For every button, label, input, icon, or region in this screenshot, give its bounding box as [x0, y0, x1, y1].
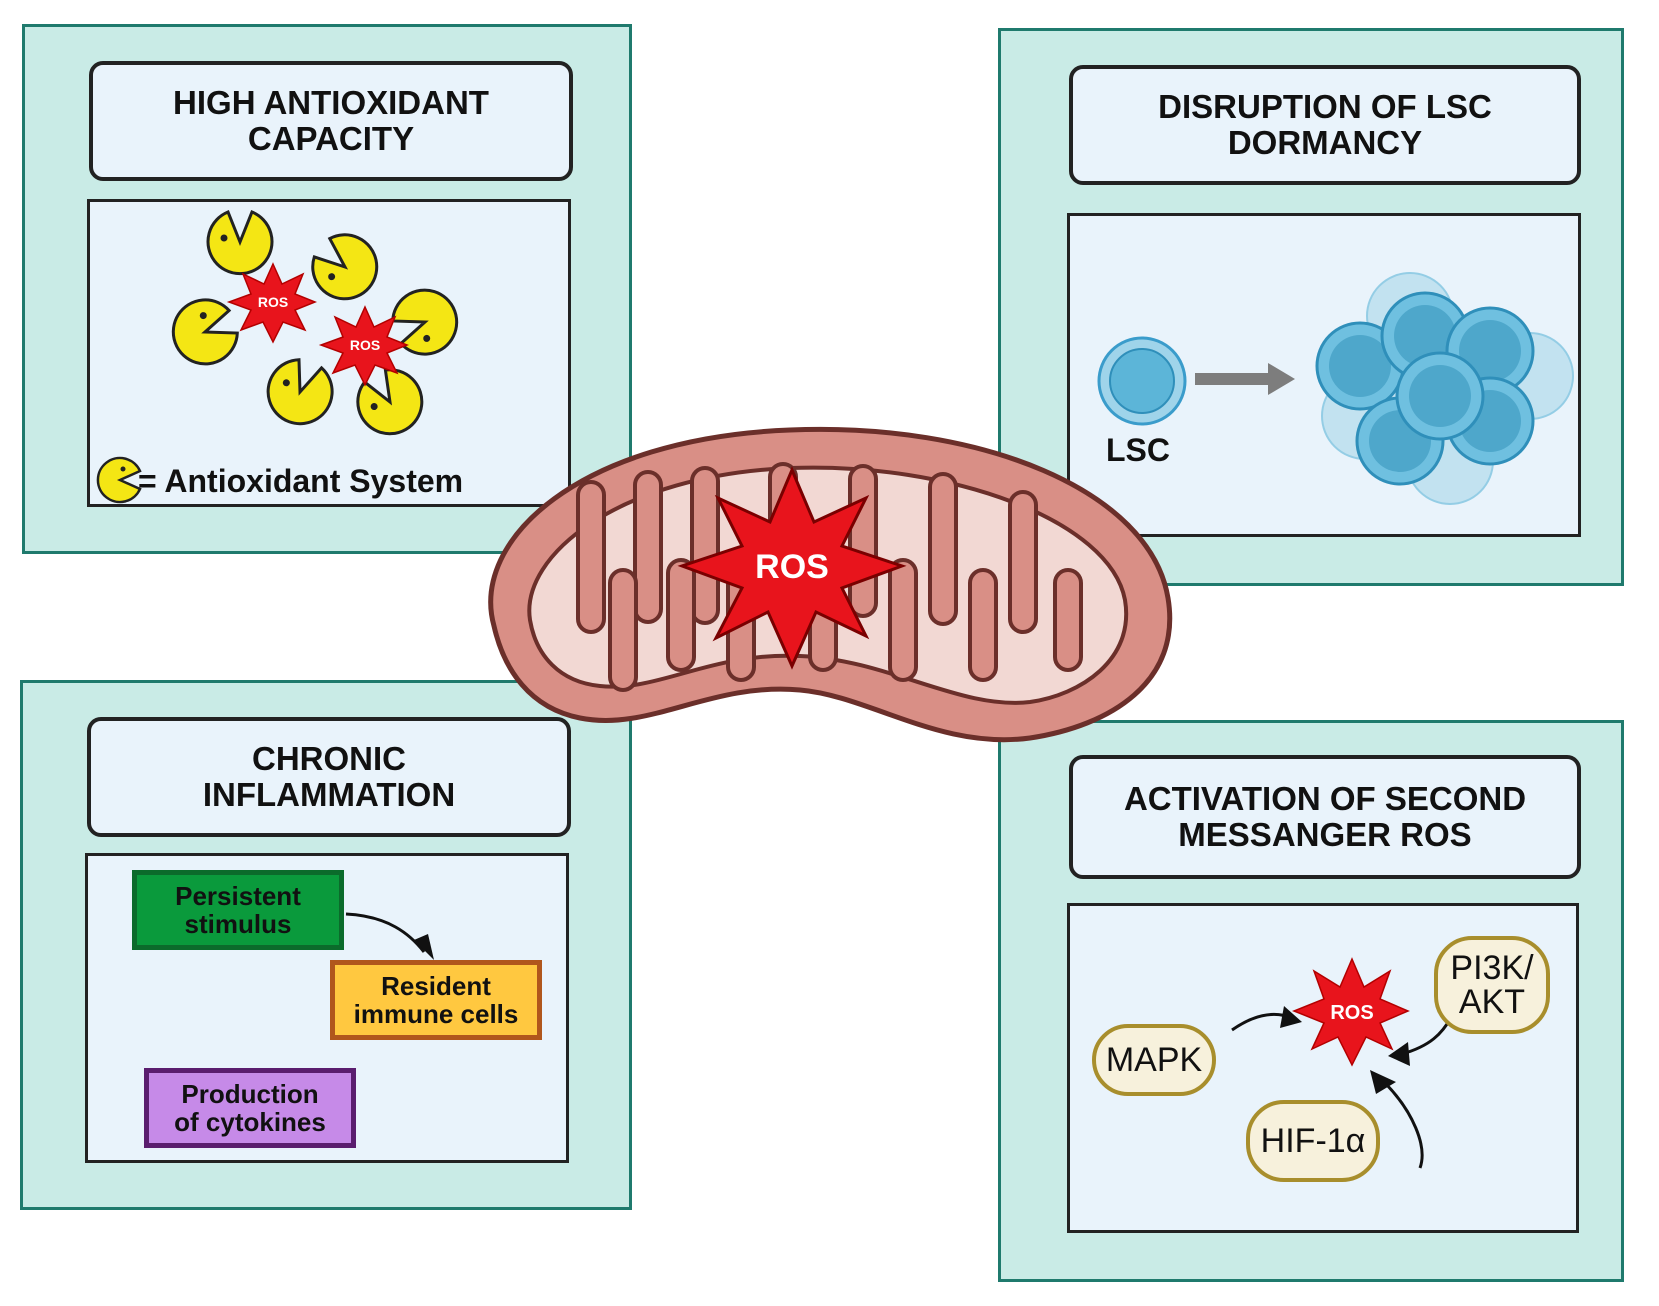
panel-title-antioxidant: HIGH ANTIOXIDANT CAPACITY — [89, 61, 573, 181]
pacman-icon — [384, 279, 468, 364]
antioxidant-content: ROS ROS = Antioxidant System — [87, 199, 571, 507]
panel-antioxidant: HIGH ANTIOXIDANT CAPACITY ROS ROS — [22, 24, 632, 554]
cell-cluster-icon — [1315, 272, 1574, 505]
panel-lsc-dormancy: DISRUPTION OF LSC DORMANCY — [998, 28, 1624, 586]
inflammation-content: Persistent stimulus Resident immune cell… — [85, 853, 569, 1163]
second-messenger-content: ROS PI3K/ AKT MAPK HIF-1α — [1067, 903, 1579, 1233]
pacman-icon — [299, 221, 392, 314]
ros-burst-icon: ROS — [1291, 957, 1410, 1067]
center-ros-label: ROS — [755, 548, 829, 586]
lsc-cell-icon — [1097, 336, 1187, 426]
arrow-head-icon — [1388, 1042, 1410, 1066]
lsc-content: LSC — [1067, 213, 1581, 537]
signaling-illustration: ROS — [1231, 957, 1454, 1169]
panel-title-second-messenger: ACTIVATION OF SECOND MESSANGER ROS — [1069, 755, 1581, 879]
pacman-icon — [96, 456, 142, 504]
mapk-node: MAPK — [1092, 1024, 1216, 1096]
hif-1a-node: HIF-1α — [1246, 1100, 1380, 1182]
arrow-right-icon — [1195, 363, 1295, 395]
ros-label: ROS — [1330, 1002, 1373, 1024]
lsc-label: LSC — [1106, 432, 1170, 468]
ros-label: ROS — [350, 337, 380, 353]
production-of-cytokines-box: Production of cytokines — [144, 1068, 356, 1148]
mitochondrion-icon: ROS — [488, 426, 1173, 743]
panel-inflammation: CHRONIC INFLAMMATION Persistent stimulus… — [20, 680, 632, 1210]
antioxidant-illustration: ROS ROS = Antioxidant System — [96, 210, 468, 504]
legend-text: = Antioxidant System — [138, 463, 463, 499]
pi3k-akt-node: PI3K/ AKT — [1434, 936, 1550, 1034]
panel-second-messenger: ACTIVATION OF SECOND MESSANGER ROS ROS P… — [998, 720, 1624, 1282]
ros-label: ROS — [258, 294, 288, 310]
ros-burst-icon: ROS — [677, 466, 907, 670]
ros-burst-icon: ROS — [226, 262, 318, 344]
lsc-illustration: LSC — [1097, 272, 1574, 505]
panel-title-inflammation: CHRONIC INFLAMMATION — [87, 717, 571, 837]
pacman-icon — [257, 351, 342, 435]
pacman-icon — [206, 210, 274, 276]
arrow-head-icon — [1370, 1070, 1396, 1094]
arrow-head-icon — [1280, 1006, 1302, 1028]
panel-title-lsc: DISRUPTION OF LSC DORMANCY — [1069, 65, 1581, 185]
arrow-head-icon — [414, 934, 434, 960]
ros-burst-icon: ROS — [318, 305, 410, 387]
resident-immune-cells-box: Resident immune cells — [330, 960, 542, 1040]
persistent-stimulus-box: Persistent stimulus — [132, 870, 344, 950]
